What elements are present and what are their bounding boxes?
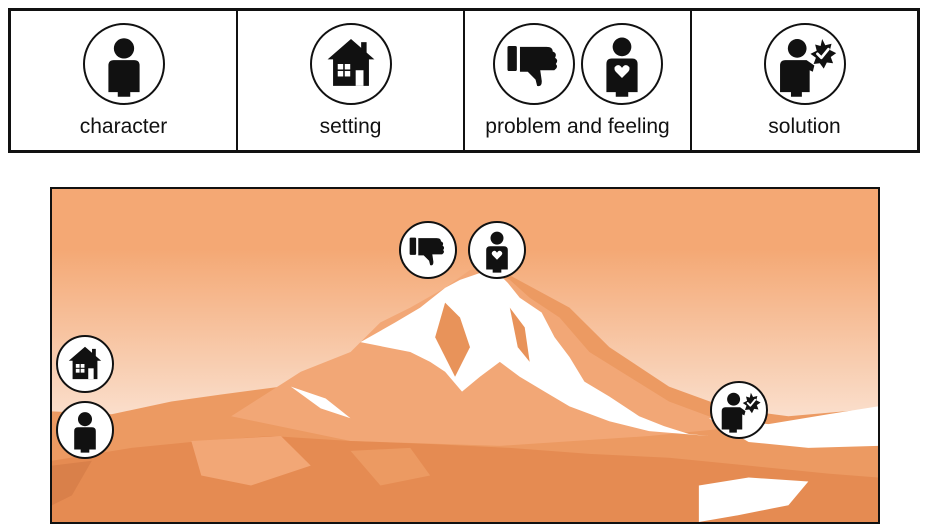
legend-cell-problem-and-feeling: problem and feeling xyxy=(465,11,692,150)
legend-label: problem and feeling xyxy=(485,115,670,138)
thumbs-down-icon xyxy=(399,221,457,279)
story-mountain-scene xyxy=(50,187,880,524)
story-elements-legend: character setting problem and feeling so… xyxy=(8,8,920,153)
person-icon xyxy=(56,401,114,459)
person-heart-icon xyxy=(468,221,526,279)
thumbs-down-icon xyxy=(492,23,575,105)
mountain-illustration xyxy=(52,189,878,522)
legend-label: character xyxy=(79,115,168,138)
house-icon xyxy=(309,23,392,105)
person-check-badge-icon xyxy=(763,23,846,105)
person-check-badge-icon xyxy=(710,381,768,439)
person-heart-icon xyxy=(580,23,663,105)
house-icon xyxy=(56,335,114,393)
legend-label: setting xyxy=(319,115,382,138)
person-icon xyxy=(82,23,165,105)
legend-cell-setting: setting xyxy=(238,11,465,150)
legend-cell-character: character xyxy=(11,11,238,150)
legend-label: solution xyxy=(768,115,841,138)
legend-cell-solution: solution xyxy=(692,11,917,150)
snow-right xyxy=(708,406,878,448)
